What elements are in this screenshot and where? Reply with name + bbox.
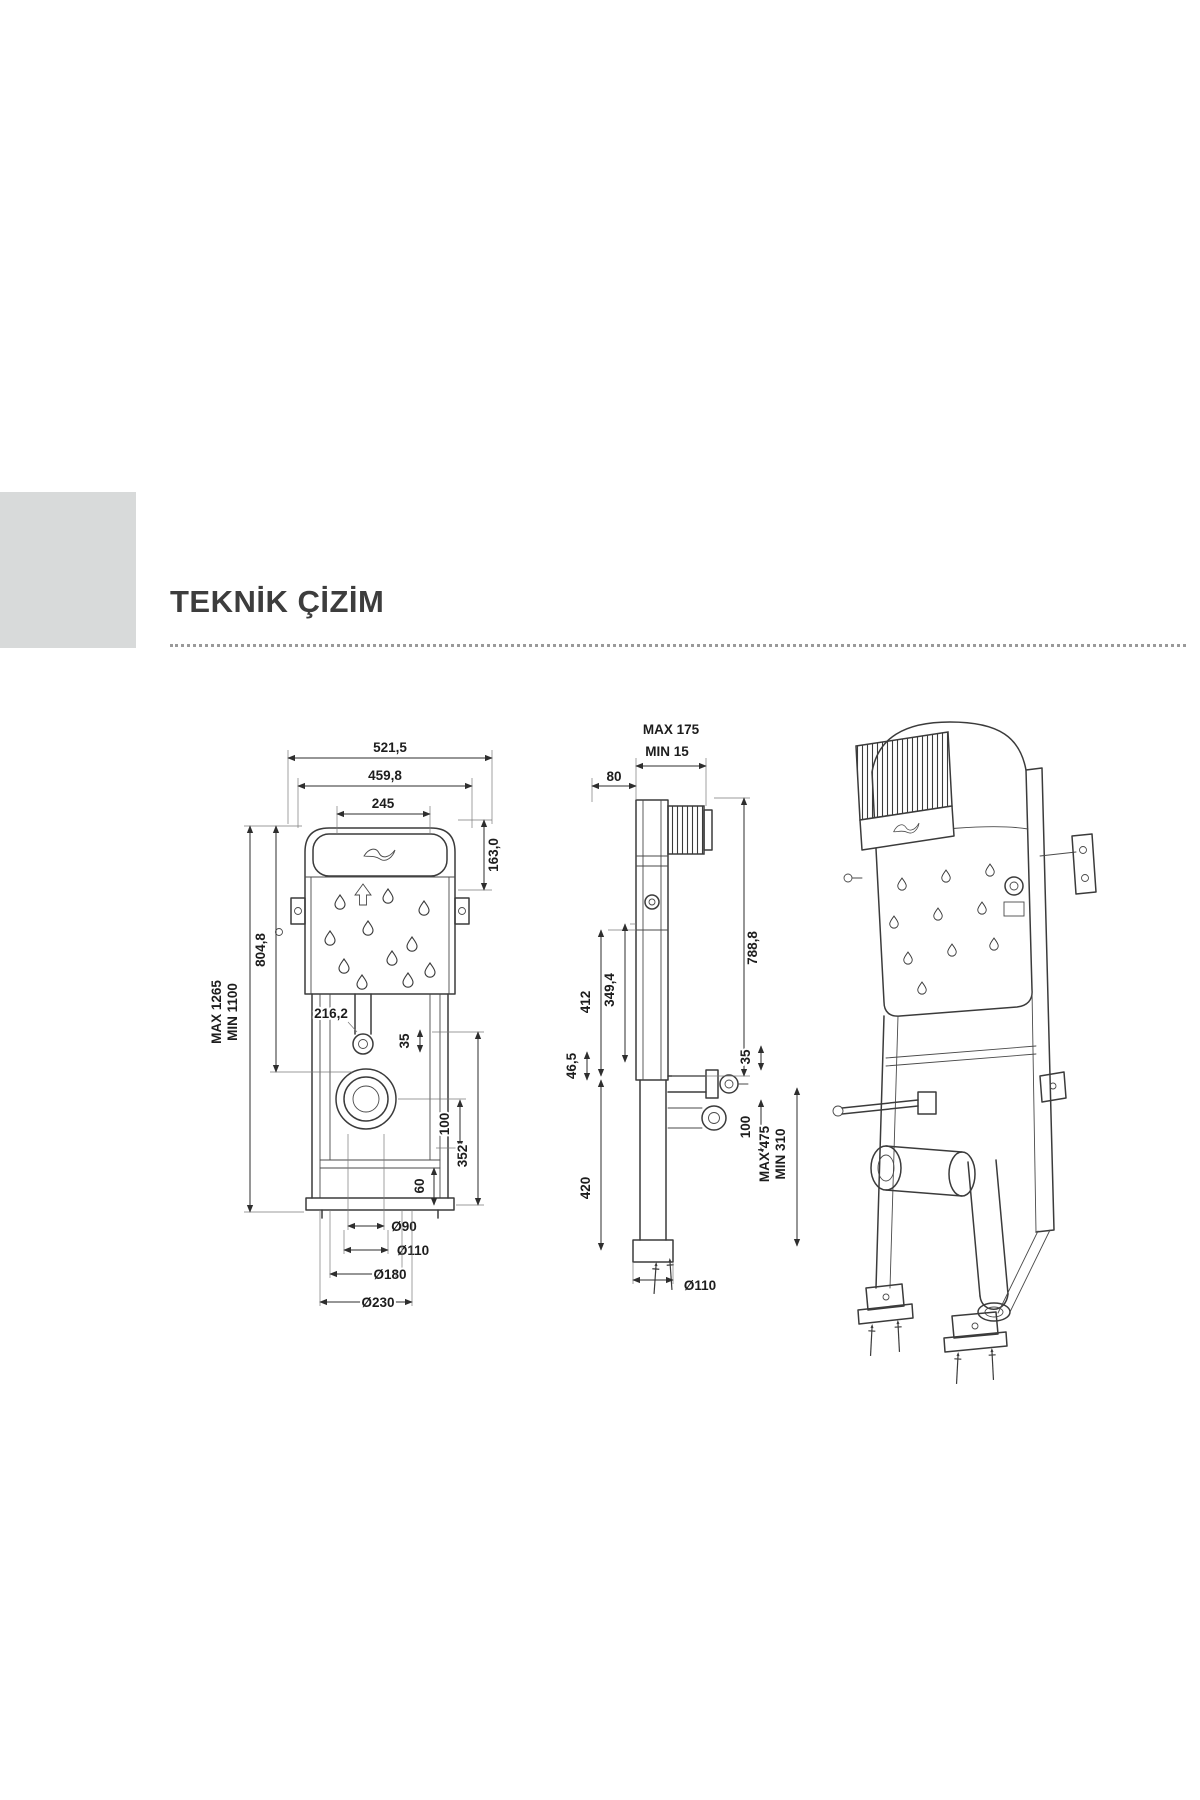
dotted-divider <box>170 644 1186 647</box>
dim-front-offset: 216,2 <box>314 1006 348 1021</box>
front-view <box>275 827 470 1219</box>
dim-front-dia110: Ø110 <box>397 1243 429 1258</box>
dim-side-dia110: Ø110 <box>684 1278 716 1293</box>
dim-front-35: 35 <box>397 1033 412 1049</box>
dim-side-max475: MAX 475 <box>757 1125 772 1182</box>
iso-view <box>832 721 1097 1385</box>
dim-front-60: 60 <box>412 1178 427 1193</box>
page-title: TEKNİK ÇİZİM <box>170 584 385 619</box>
dim-side-100: 100 <box>738 1116 753 1139</box>
dim-side-min15: MIN 15 <box>645 744 689 759</box>
brand-wave-icon <box>363 848 396 861</box>
dim-front-top-height: 163,0 <box>486 838 501 872</box>
dim-front-352: 352 <box>455 1145 470 1168</box>
dim-front-100: 100 <box>437 1113 452 1136</box>
dim-front-width-total: 521,5 <box>373 740 407 755</box>
dim-side-788: 788,8 <box>745 931 760 965</box>
dim-front-height-min: MIN 1100 <box>225 983 240 1041</box>
up-arrow-icon <box>354 883 372 906</box>
front-dimensions: 521,5 459,8 245 163,0 MAX 1265 MIN 1100 … <box>207 738 503 1312</box>
dim-side-min310: MIN 310 <box>773 1128 788 1179</box>
dim-front-dia230: Ø230 <box>361 1295 394 1310</box>
water-drops-icon-iso <box>889 863 999 995</box>
section-marker-block <box>0 492 136 648</box>
dim-front-width-plate: 245 <box>372 796 395 811</box>
dim-front-height-max: MAX 1265 <box>209 980 224 1044</box>
dim-side-max175: MAX 175 <box>643 722 700 737</box>
dim-side-420: 420 <box>578 1177 593 1200</box>
side-view <box>632 799 749 1295</box>
dim-front-dia180: Ø180 <box>373 1267 406 1282</box>
dim-front-tank-height: 804,8 <box>253 933 268 967</box>
dim-side-35: 35 <box>738 1049 753 1065</box>
water-drops-icon <box>324 888 436 990</box>
dim-front-dia90: Ø90 <box>391 1219 417 1234</box>
dim-side-80: 80 <box>606 769 621 784</box>
dim-side-412: 412 <box>578 991 593 1014</box>
dim-front-width-body: 459,8 <box>368 768 402 783</box>
side-dimensions: MAX 175 MIN 15 80 788,8 412 349,4 46,5 3… <box>562 720 801 1295</box>
dim-side-46: 46,5 <box>564 1052 579 1079</box>
dim-side-349: 349,4 <box>602 973 617 1007</box>
